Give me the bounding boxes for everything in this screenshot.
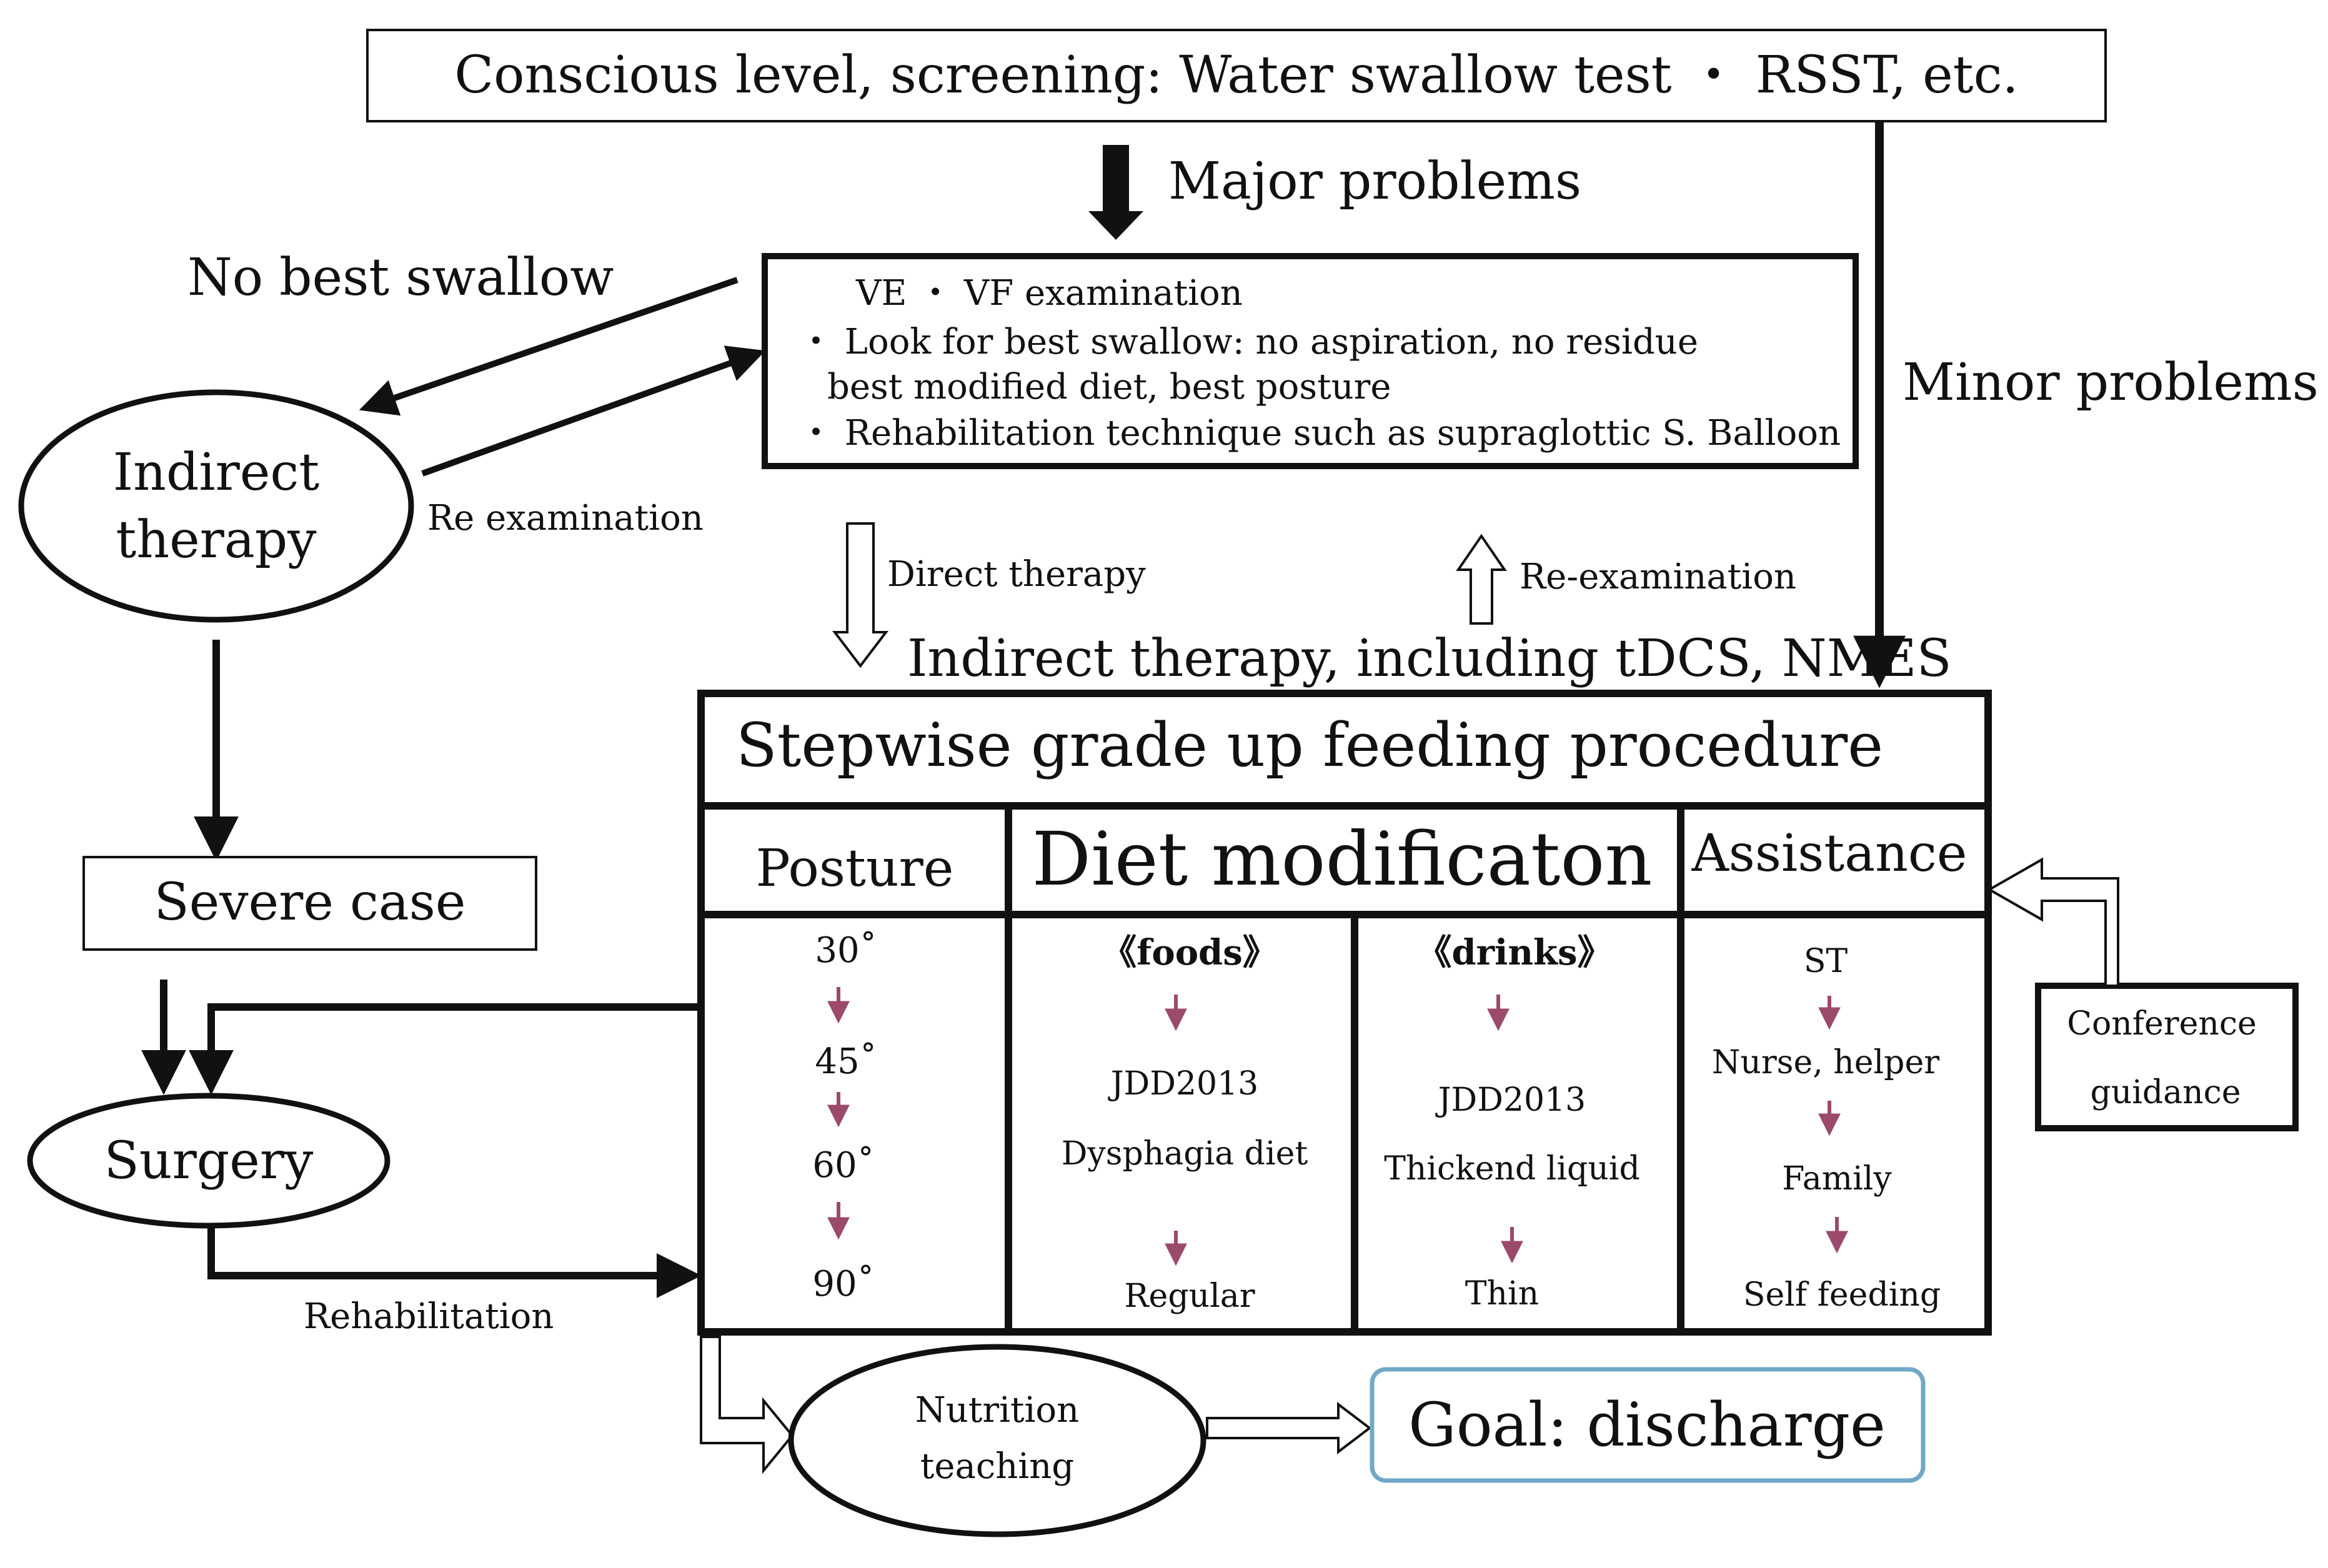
no-best-swallow-arrow bbox=[359, 277, 739, 416]
assistance-step-1: ST bbox=[1804, 943, 1848, 980]
ve-vf-box bbox=[762, 253, 1859, 469]
rehabilitation-arrow bbox=[207, 1226, 702, 1298]
drinks-step1-line1: JDD2013 bbox=[1435, 1081, 1586, 1119]
assistance-step-3: Family bbox=[1782, 1160, 1892, 1198]
table-to-surgery-arrow bbox=[189, 1003, 701, 1095]
indirect-therapy-line1: Indirect bbox=[113, 443, 320, 502]
nutrition-line1: Nutrition bbox=[915, 1390, 1079, 1431]
posture-header: Posture bbox=[756, 839, 954, 898]
indirect-therapy-node bbox=[18, 389, 414, 623]
surgery-label: Surgery bbox=[104, 1131, 314, 1191]
assistance-step-2: Nurse, helper bbox=[1712, 1044, 1939, 1081]
re-examination-arrow-right bbox=[1456, 533, 1507, 625]
posture-step-4: 90˚ bbox=[812, 1264, 874, 1304]
drinks-step2: Thin bbox=[1465, 1275, 1539, 1312]
re-examination-left-label: Re examination bbox=[427, 498, 704, 538]
ve-vf-line1: VE ・ VF examination bbox=[855, 273, 1243, 314]
major-problems-label: Major problems bbox=[1168, 152, 1581, 211]
no-best-swallow-label: No best swallow bbox=[187, 248, 614, 307]
severe-case-box bbox=[82, 856, 537, 951]
indirect-including-label: Indirect therapy, including tDCS, NMES bbox=[907, 629, 1952, 688]
foods-header: 《foods》 bbox=[1102, 932, 1277, 973]
ve-vf-line4: ・ Rehabilitation technique such as supra… bbox=[798, 413, 1841, 454]
foods-step1-line2: Dysphagia diet bbox=[1062, 1135, 1308, 1173]
re-examination-right-label: Re-examination bbox=[1520, 557, 1796, 597]
re-examination-arrow-left bbox=[421, 345, 766, 477]
ve-vf-line3: best modified diet, best posture bbox=[827, 367, 1391, 407]
conference-line1: Conference bbox=[2067, 1005, 2257, 1043]
direct-therapy-label: Direct therapy bbox=[887, 554, 1146, 595]
ve-vf-line2: ・ Look for best swallow: no aspiration, … bbox=[798, 322, 1698, 362]
drinks-header: 《drinks》 bbox=[1417, 932, 1613, 973]
drinks-step1-line2: Thickend liquid bbox=[1384, 1150, 1639, 1188]
foods-step2: Regular bbox=[1124, 1278, 1255, 1315]
minor-problems-label: Minor problems bbox=[1903, 353, 2319, 412]
diet-header: Diet modificaton bbox=[1032, 816, 1653, 902]
nutrition-line2: teaching bbox=[920, 1446, 1074, 1487]
feeding-table-title: Stepwise grade up feeding procedure bbox=[736, 710, 1883, 780]
conference-box bbox=[2035, 983, 2299, 1131]
conference-to-assistance-arrow bbox=[1986, 857, 2119, 987]
assistance-header: Assistance bbox=[1691, 824, 1967, 883]
screening-box bbox=[366, 29, 2107, 122]
assistance-step-4: Self feeding bbox=[1743, 1276, 1941, 1314]
nutrition-to-goal-arrow bbox=[1206, 1401, 1372, 1455]
direct-therapy-arrow bbox=[832, 522, 889, 668]
table-to-nutrition-arrow bbox=[700, 1336, 794, 1474]
indirect-therapy-line2: therapy bbox=[116, 510, 317, 570]
posture-step-3: 60˚ bbox=[812, 1145, 874, 1186]
severe-case-label: Severe case bbox=[154, 873, 466, 932]
goal-box bbox=[1370, 1367, 1926, 1483]
posture-step-2: 45˚ bbox=[815, 1041, 877, 1082]
screening-text: Conscious level, screening: Water swallo… bbox=[454, 46, 2018, 105]
posture-step-1: 30˚ bbox=[815, 930, 877, 971]
conference-line2: guidance bbox=[2090, 1074, 2241, 1111]
goal-label: Goal: discharge bbox=[1408, 1390, 1886, 1460]
rehabilitation-label: Rehabilitation bbox=[304, 1296, 554, 1337]
feeding-table bbox=[697, 690, 1992, 1336]
major-problems-arrow bbox=[1088, 145, 1143, 240]
nutrition-teaching-node bbox=[788, 1344, 1206, 1537]
foods-step1-line1: JDD2013 bbox=[1108, 1065, 1259, 1103]
